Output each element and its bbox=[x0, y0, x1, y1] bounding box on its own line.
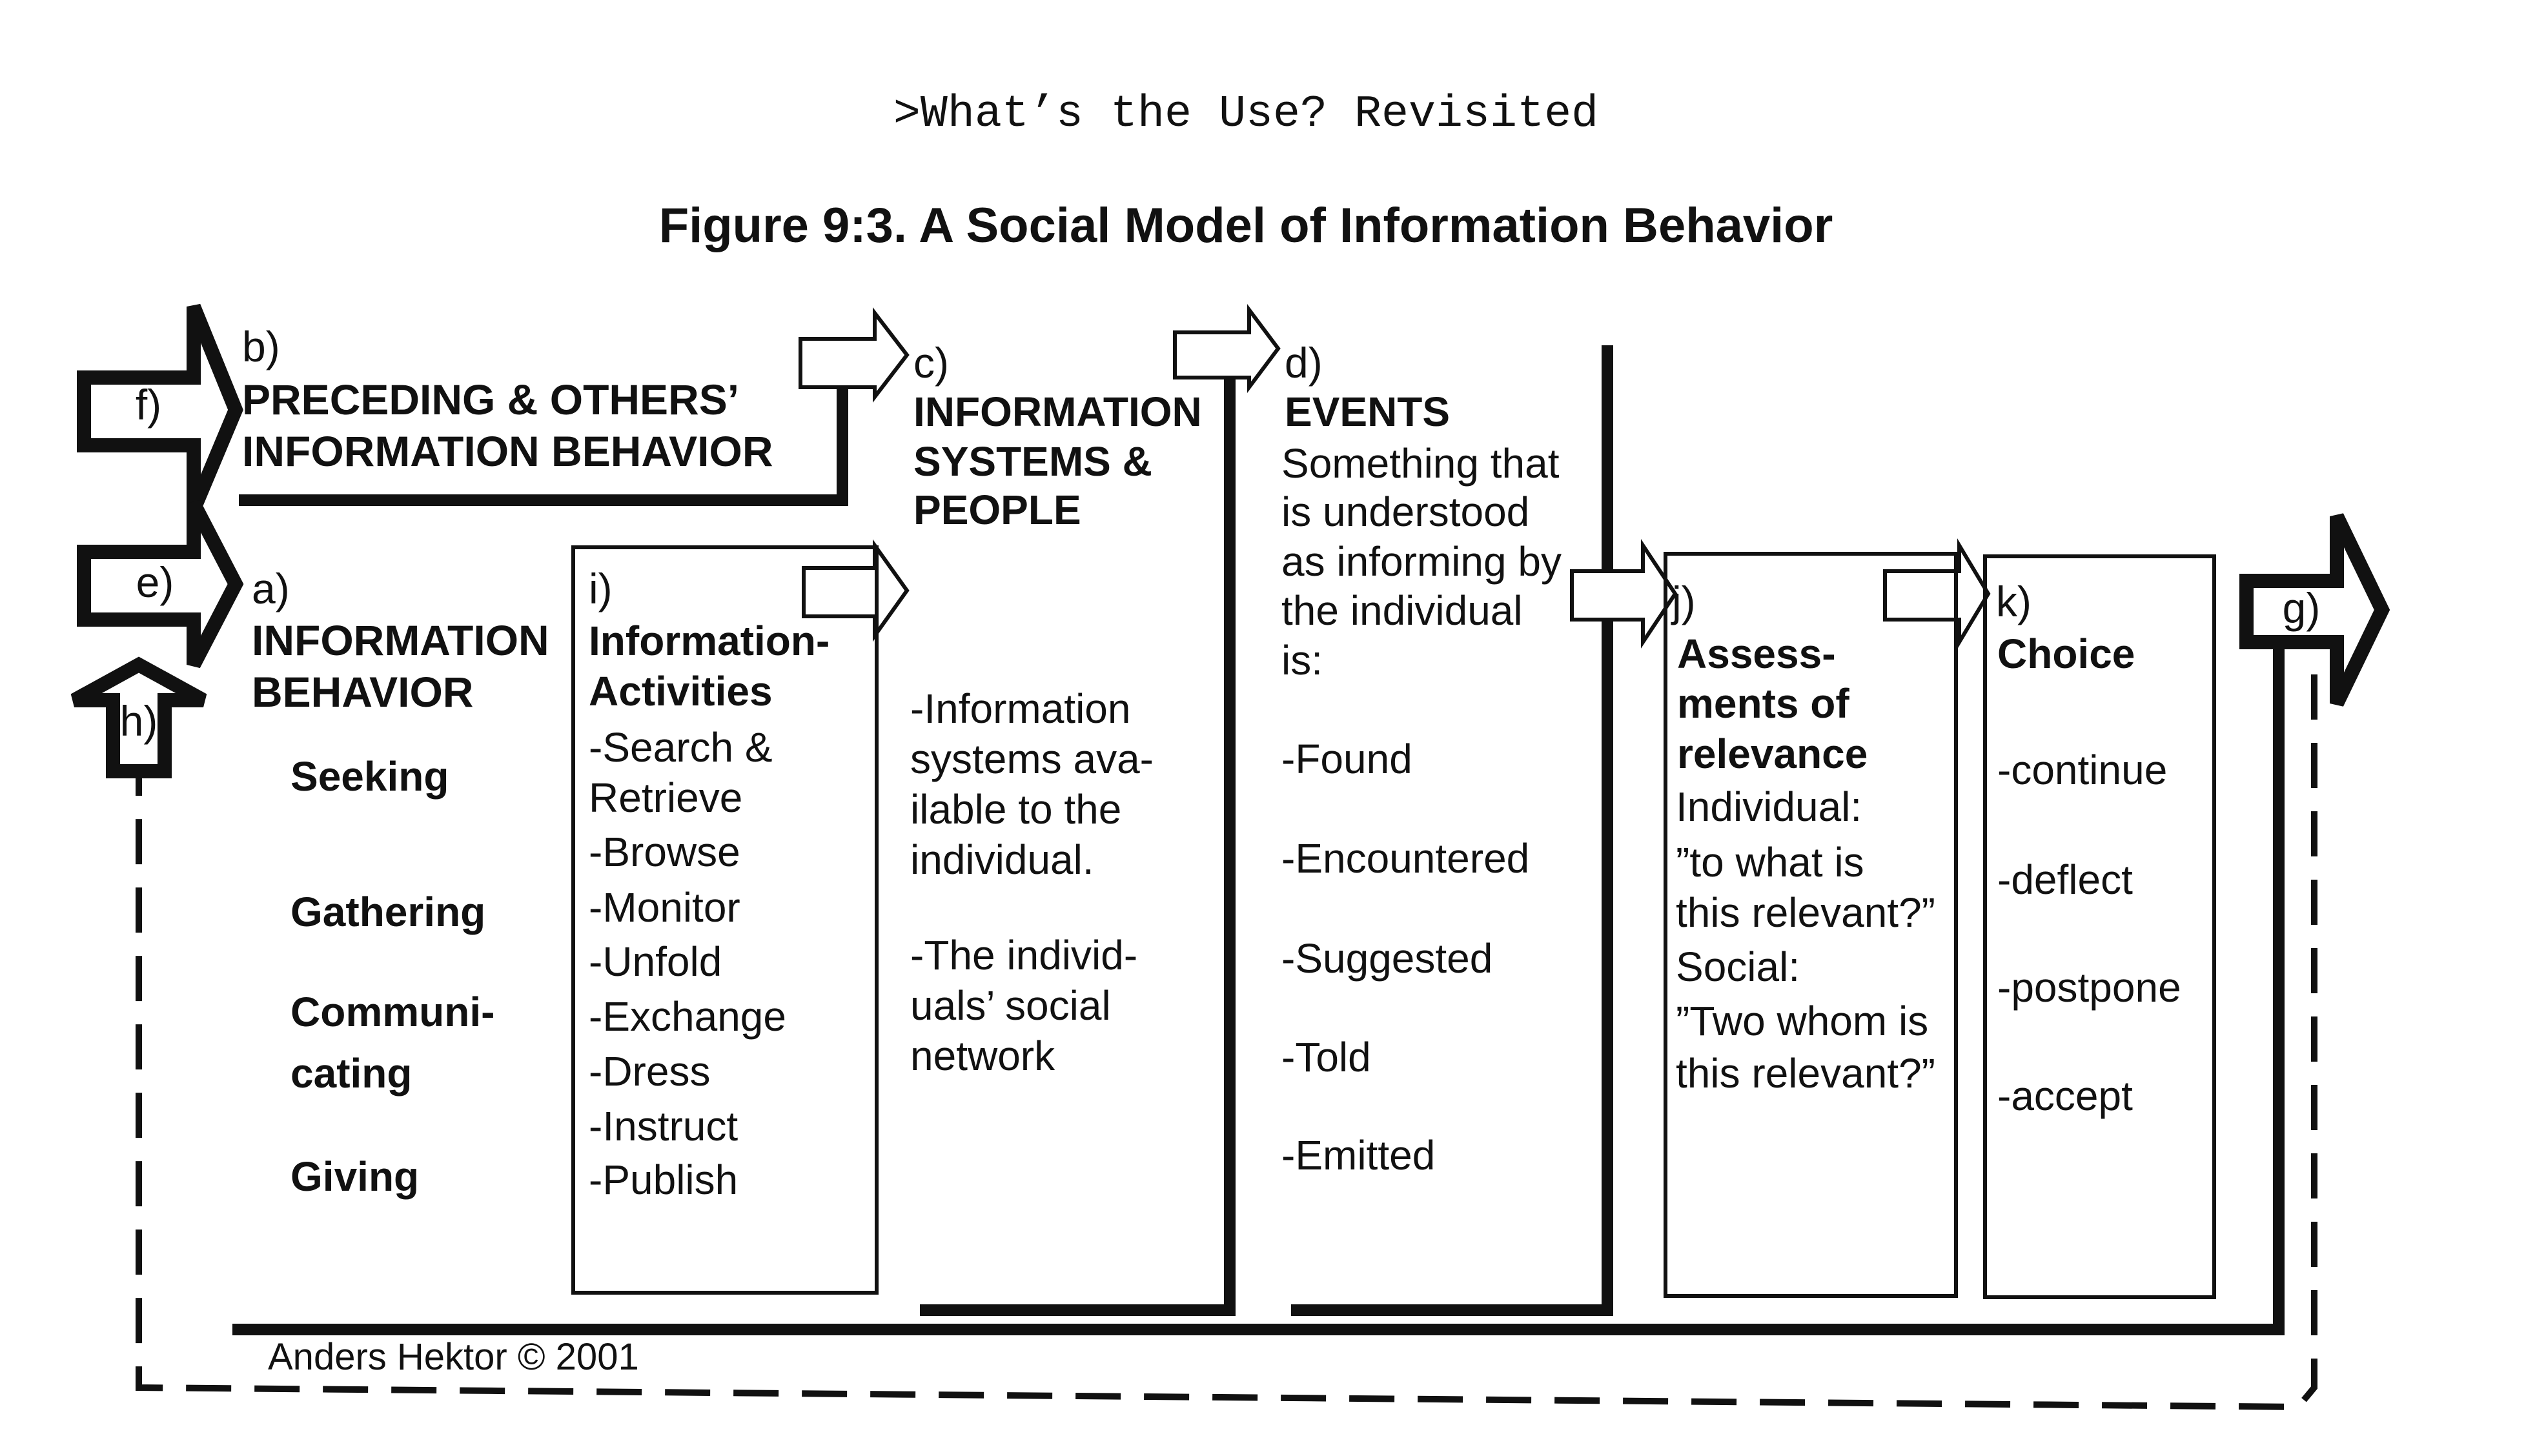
i-item-2: Retrieve bbox=[589, 774, 742, 821]
b-title-1: PRECEDING & OTHERS’ bbox=[242, 376, 739, 423]
k-item-continue: -continue bbox=[1997, 747, 2167, 793]
b-bracket-line bbox=[239, 361, 848, 506]
i-item-4: -Monitor bbox=[589, 884, 740, 931]
d-letter: d) bbox=[1285, 339, 1323, 387]
k-letter: k) bbox=[1996, 578, 2032, 625]
a-letter: a) bbox=[252, 565, 290, 612]
a-title-2: BEHAVIOR bbox=[252, 668, 473, 716]
d-item-told: -Told bbox=[1281, 1034, 1371, 1080]
j-letter: j) bbox=[1671, 578, 1696, 625]
i-box bbox=[571, 545, 879, 1295]
j-title-2: ments of bbox=[1677, 680, 1849, 727]
c-body-3: ilable to the bbox=[910, 786, 1121, 833]
copyright-text: Anders Hektor © 2001 bbox=[268, 1336, 639, 1378]
i-item-5: -Unfold bbox=[589, 938, 722, 985]
c-body-1: -Information bbox=[910, 685, 1130, 732]
d-intro-5: is: bbox=[1281, 637, 1323, 683]
i-title-2: Activities bbox=[589, 668, 773, 714]
g-arrow bbox=[2239, 513, 2390, 707]
d-item-encountered: -Encountered bbox=[1281, 835, 1529, 882]
a-item-giving: Giving bbox=[290, 1153, 419, 1200]
c-to-d-arrow bbox=[1173, 304, 1281, 393]
c-title-1: INFORMATION bbox=[913, 389, 1202, 435]
a-item-seeking: Seeking bbox=[290, 753, 449, 800]
a-item-communi: Communi- bbox=[290, 989, 494, 1035]
k-box bbox=[1983, 554, 2216, 1299]
k-item-accept: -accept bbox=[1997, 1073, 2133, 1119]
j-box bbox=[1664, 552, 1958, 1298]
d-item-emitted: -Emitted bbox=[1281, 1132, 1435, 1178]
k-item-postpone: -postpone bbox=[1997, 964, 2181, 1011]
main-baseline bbox=[232, 649, 2285, 1335]
j-title-3: relevance bbox=[1677, 731, 1868, 777]
c-body-5: -The individ- bbox=[910, 932, 1137, 978]
j-body-2: ”to what is bbox=[1676, 839, 1864, 885]
d-title: EVENTS bbox=[1285, 389, 1450, 435]
a-title-1: INFORMATION bbox=[252, 616, 549, 664]
feedback-loop bbox=[136, 674, 2317, 1411]
i-item-9: -Publish bbox=[589, 1157, 738, 1203]
i-title-1: Information- bbox=[589, 618, 830, 664]
running-header: >What’s the Use? Revisited bbox=[893, 89, 1598, 140]
e-arrow bbox=[77, 500, 244, 669]
d-item-found: -Found bbox=[1281, 736, 1412, 782]
d-item-suggested: -Suggested bbox=[1281, 935, 1492, 982]
h-label: h) bbox=[120, 697, 158, 745]
c-body-7: network bbox=[910, 1033, 1055, 1079]
c-title-3: PEOPLE bbox=[913, 487, 1081, 533]
i-letter: i) bbox=[589, 565, 613, 612]
j-body-5: ”Two whom is bbox=[1676, 998, 1928, 1044]
figure-title: Figure 9:3. A Social Model of Informatio… bbox=[659, 198, 1833, 253]
d-intro-2: is understood bbox=[1281, 489, 1529, 535]
c-body-2: systems ava- bbox=[910, 736, 1154, 782]
b-letter: b) bbox=[242, 323, 280, 370]
f-label: f) bbox=[136, 381, 161, 429]
d-intro-4: the individual bbox=[1281, 587, 1523, 634]
j-body-3: this relevant?” bbox=[1676, 889, 1935, 936]
b-to-c-arrow bbox=[799, 307, 910, 403]
i-item-8: -Instruct bbox=[589, 1103, 738, 1149]
i-item-7: -Dress bbox=[589, 1048, 710, 1095]
c-body-6: uals’ social bbox=[910, 982, 1111, 1029]
d-intro-1: Something that bbox=[1281, 440, 1560, 487]
g-label: g) bbox=[2283, 584, 2321, 632]
d-column-border bbox=[1291, 345, 1613, 1316]
h-arrow bbox=[70, 656, 207, 778]
c-title-2: SYSTEMS & bbox=[913, 438, 1152, 485]
c-letter: c) bbox=[913, 339, 949, 387]
d-to-j-arrow bbox=[1570, 539, 1678, 649]
j-body-6: this relevant?” bbox=[1676, 1050, 1935, 1097]
b-title-2: INFORMATION BEHAVIOR bbox=[242, 427, 773, 475]
a-item-gathering: Gathering bbox=[290, 889, 485, 935]
d-intro-3: as informing by bbox=[1281, 538, 1562, 585]
j-body-4: Social: bbox=[1676, 944, 1800, 990]
i-item-3: -Browse bbox=[589, 829, 740, 875]
i-item-1: -Search & bbox=[589, 724, 773, 771]
f-arrow bbox=[77, 303, 243, 513]
j-to-k-arrow bbox=[1883, 538, 1991, 649]
k-item-deflect: -deflect bbox=[1997, 856, 2133, 903]
i-item-6: -Exchange bbox=[589, 993, 786, 1040]
a-item-cating: cating bbox=[290, 1050, 412, 1097]
k-title: Choice bbox=[1997, 631, 2135, 677]
c-column-border bbox=[920, 352, 1236, 1316]
j-body-1: Individual: bbox=[1676, 784, 1862, 830]
c-body-4: individual. bbox=[910, 836, 1094, 883]
e-label: e) bbox=[136, 558, 174, 606]
j-title-1: Assess- bbox=[1677, 631, 1836, 677]
